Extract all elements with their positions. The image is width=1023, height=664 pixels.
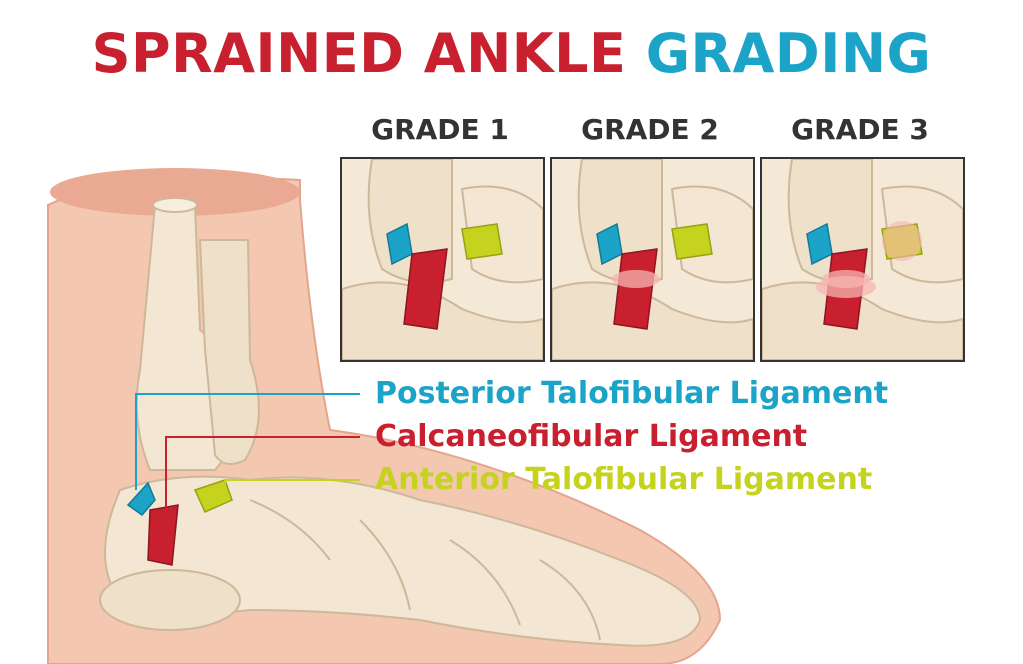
legend-posterior: Posterior Talofibular Ligament	[375, 376, 889, 411]
anterior-ligament-shape	[193, 479, 233, 513]
posterior-callout-line	[135, 393, 360, 490]
calcaneus-bone	[762, 281, 963, 360]
calcaneus-bone	[552, 281, 753, 360]
grade-panel-3	[760, 157, 965, 362]
grade-panel-illustration	[342, 159, 543, 360]
anterior-ligament	[461, 223, 503, 260]
title-part1: SPRAINED ANKLE	[91, 22, 627, 85]
grade-label-1: GRADE 1	[371, 113, 509, 146]
calcaneofibular-ligament	[613, 248, 658, 330]
grade-panel-2	[550, 157, 755, 362]
grade-label-2: GRADE 2	[581, 113, 719, 146]
tear-highlight	[612, 270, 660, 288]
anterior-callout-line	[224, 479, 360, 486]
grade-panel-illustration	[552, 159, 753, 360]
calcaneofibular-ligament	[403, 248, 448, 330]
talus-bone	[460, 185, 543, 284]
grade-label-3: GRADE 3	[791, 113, 929, 146]
grade-panel-illustration	[762, 159, 963, 360]
talus-bone	[670, 185, 753, 284]
legend-anterior: Anterior Talofibular Ligament	[375, 462, 873, 497]
calcaneofibular-callout-line	[165, 436, 360, 510]
main-title: SPRAINED ANKLE GRADING	[0, 22, 1023, 86]
grade-panel-1	[340, 157, 545, 362]
fibula-bone	[198, 239, 260, 465]
calcaneofibular-ligament-shape	[147, 504, 179, 566]
legend-calcaneofibular: Calcaneofibular Ligament	[375, 419, 808, 454]
leg-cross-section	[50, 168, 300, 216]
posterior-ligament-shape	[126, 481, 156, 517]
anterior-ligament	[671, 223, 713, 260]
tear-highlight	[816, 276, 876, 298]
calcaneus-bone	[342, 281, 543, 360]
title-part2: GRADING	[645, 22, 932, 85]
inflammation-highlight	[882, 221, 922, 261]
